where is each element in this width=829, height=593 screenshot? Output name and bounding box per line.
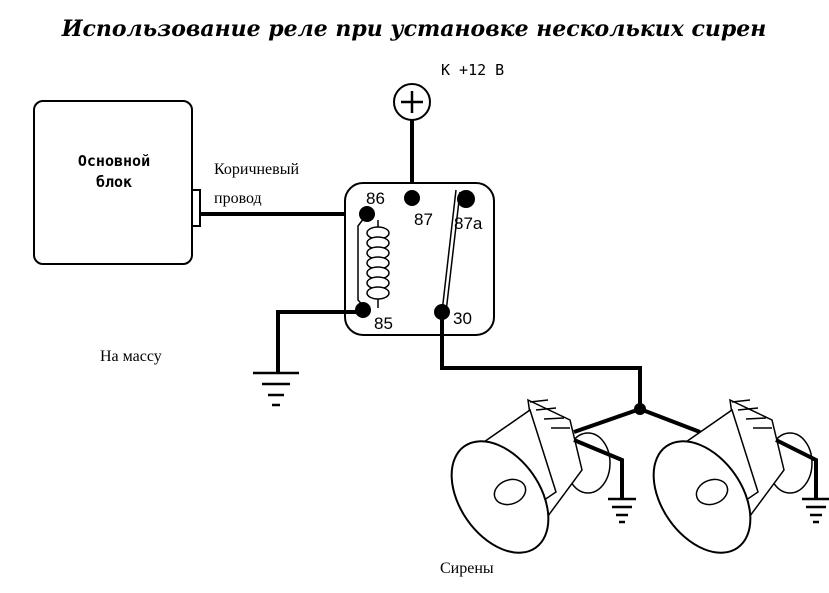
pin-87a-dot	[457, 190, 475, 208]
main-unit-label-line2: блок	[96, 173, 132, 191]
pin-30-label: 30	[453, 309, 472, 328]
relay: 86 87 87a 85 30	[344, 182, 495, 336]
main-unit: Основной блок	[33, 100, 201, 265]
plus-terminal-icon	[393, 83, 431, 121]
branch-right	[639, 407, 701, 434]
ground-symbol-icon	[253, 371, 299, 407]
relay-switch-arm-2	[445, 191, 461, 313]
ground-symbol-icon	[608, 497, 636, 524]
siren-horn-icon	[450, 398, 611, 554]
pin-86-label: 86	[366, 189, 385, 208]
pin-87-dot	[404, 190, 420, 206]
pin-85-label: 85	[374, 314, 393, 333]
pin-87-label: 87	[414, 210, 433, 229]
wire-label-line2: провод	[214, 190, 262, 207]
wire-label-line1: Коричневый	[214, 161, 299, 178]
diagram-title: Использование реле при установке несколь…	[61, 16, 767, 42]
ground-label: На массу	[100, 348, 162, 365]
ground-wire	[276, 310, 363, 373]
output-wire	[440, 312, 642, 409]
pin-87a-label: 87a	[454, 214, 483, 233]
relay-switch-arm	[441, 189, 457, 313]
connector-icon	[191, 189, 201, 227]
siren-1-ground-wire	[573, 438, 624, 499]
siren-2-ground-wire	[775, 438, 818, 499]
branch-left	[573, 407, 641, 434]
main-unit-label-line1: Основной	[78, 152, 150, 170]
siren-horn-icon	[652, 398, 813, 554]
power-label: К +12 В	[441, 61, 504, 79]
pin-86-dot	[359, 206, 375, 222]
ground-symbol-icon	[802, 497, 829, 524]
sirens-label: Сирены	[440, 560, 494, 577]
